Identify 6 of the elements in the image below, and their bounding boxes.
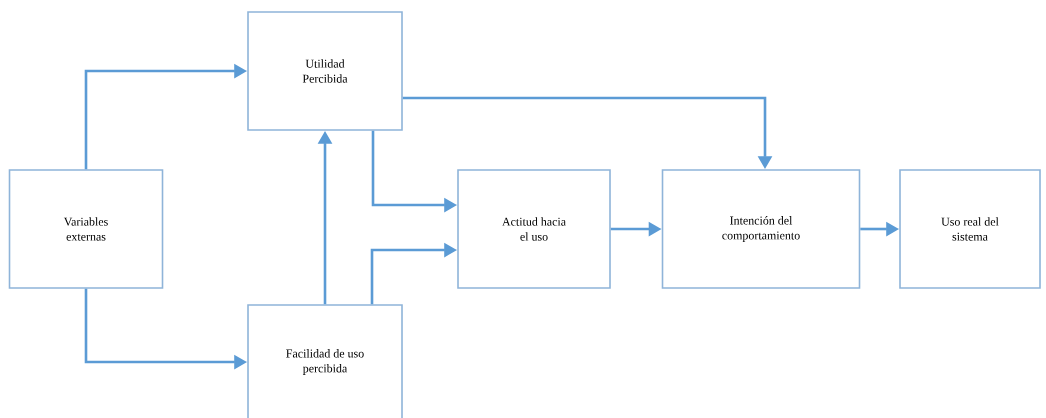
process-box: Facilidad de uso percibida [247, 304, 403, 418]
process-box: Intención del comportamiento [661, 169, 861, 289]
process-box: Utilidad Percibida [247, 11, 403, 131]
process-box: Uso real del sistema [899, 169, 1041, 289]
process-box: Variables externas [8, 169, 164, 289]
process-box: Actitud hacia el uso [457, 169, 611, 289]
